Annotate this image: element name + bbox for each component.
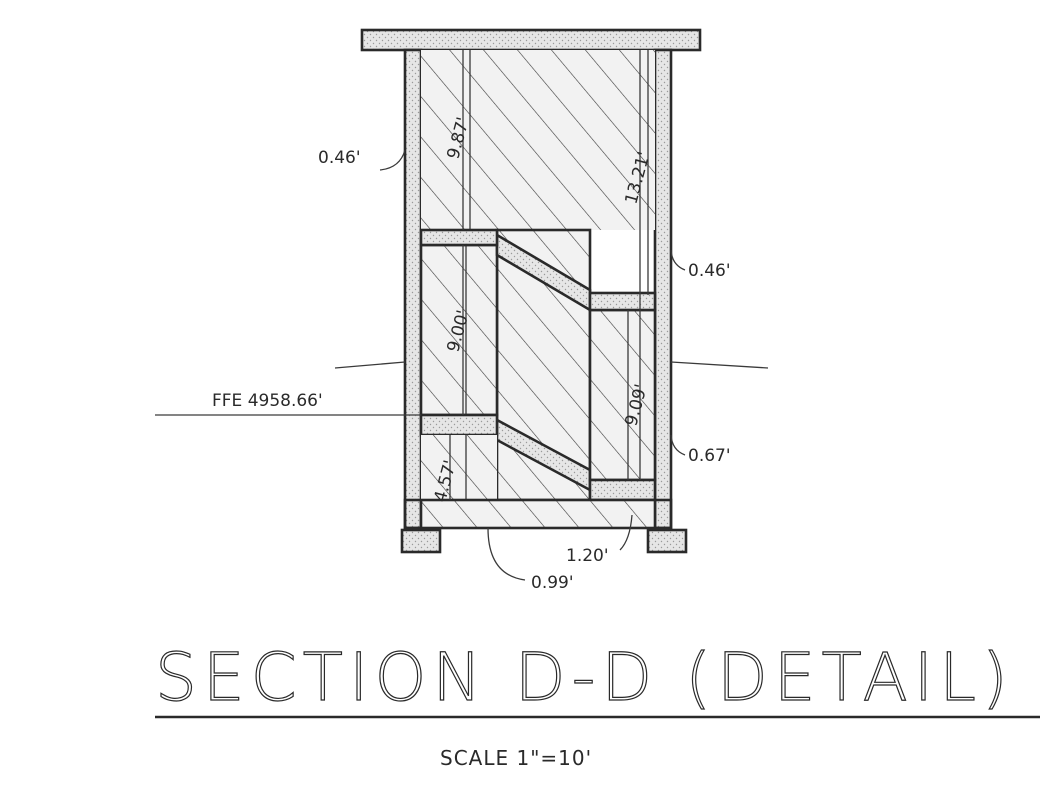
dim-slab-thickness: 1.20' <box>566 546 609 566</box>
section-title: SECTION D-D (DETAIL) <box>155 639 1014 716</box>
outer-walls <box>403 48 673 530</box>
dim-right-step: 0.67' <box>688 446 731 466</box>
top-cap <box>360 28 702 52</box>
dim-wall-left: 0.46' <box>318 148 361 168</box>
left-ledges <box>419 228 499 437</box>
right-chamber <box>588 230 657 502</box>
lower-left-chamber <box>421 435 497 500</box>
floor-elevation-label: FFE 4958.66' <box>212 391 323 411</box>
dim-slab-base: 0.99' <box>531 573 574 593</box>
footings <box>400 528 688 554</box>
scale-label: SCALE 1"=10' <box>440 746 592 770</box>
dimension-lines <box>379 50 686 581</box>
upper-block <box>421 50 655 230</box>
title-block: SECTION D-D (DETAIL) SCALE 1"=10' <box>154 638 1040 770</box>
bottom-slab <box>403 498 673 530</box>
dim-wall-right: 0.46' <box>688 261 731 281</box>
left-middle-chamber <box>419 243 499 417</box>
ground-lines <box>155 361 769 416</box>
